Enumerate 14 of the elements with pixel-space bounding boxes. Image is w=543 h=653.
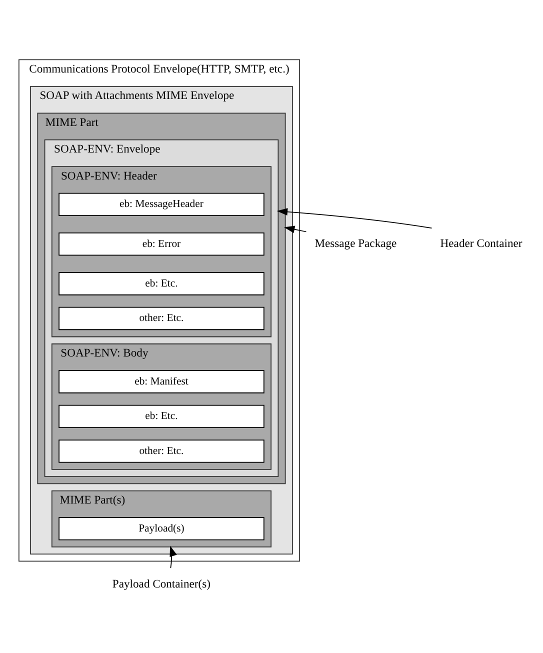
node-box: eb: Error (58, 232, 264, 256)
arrow (276, 208, 432, 229)
node-text: Payload Container(s) (112, 577, 211, 590)
node-text: Message Package (314, 237, 397, 250)
node-box: eb: MessageHeader (58, 192, 264, 216)
node-text: Header Container (440, 237, 522, 250)
node-box: other: Etc. (58, 306, 264, 330)
arrow (170, 546, 177, 568)
node-box: Payload(s) (58, 517, 264, 540)
node-box: eb: Manifest (58, 370, 264, 394)
arrow (284, 226, 307, 234)
node-box: other: Etc. (58, 440, 264, 463)
node-box: eb: Etc. (58, 272, 264, 296)
node-box: eb: Etc. (58, 404, 264, 428)
